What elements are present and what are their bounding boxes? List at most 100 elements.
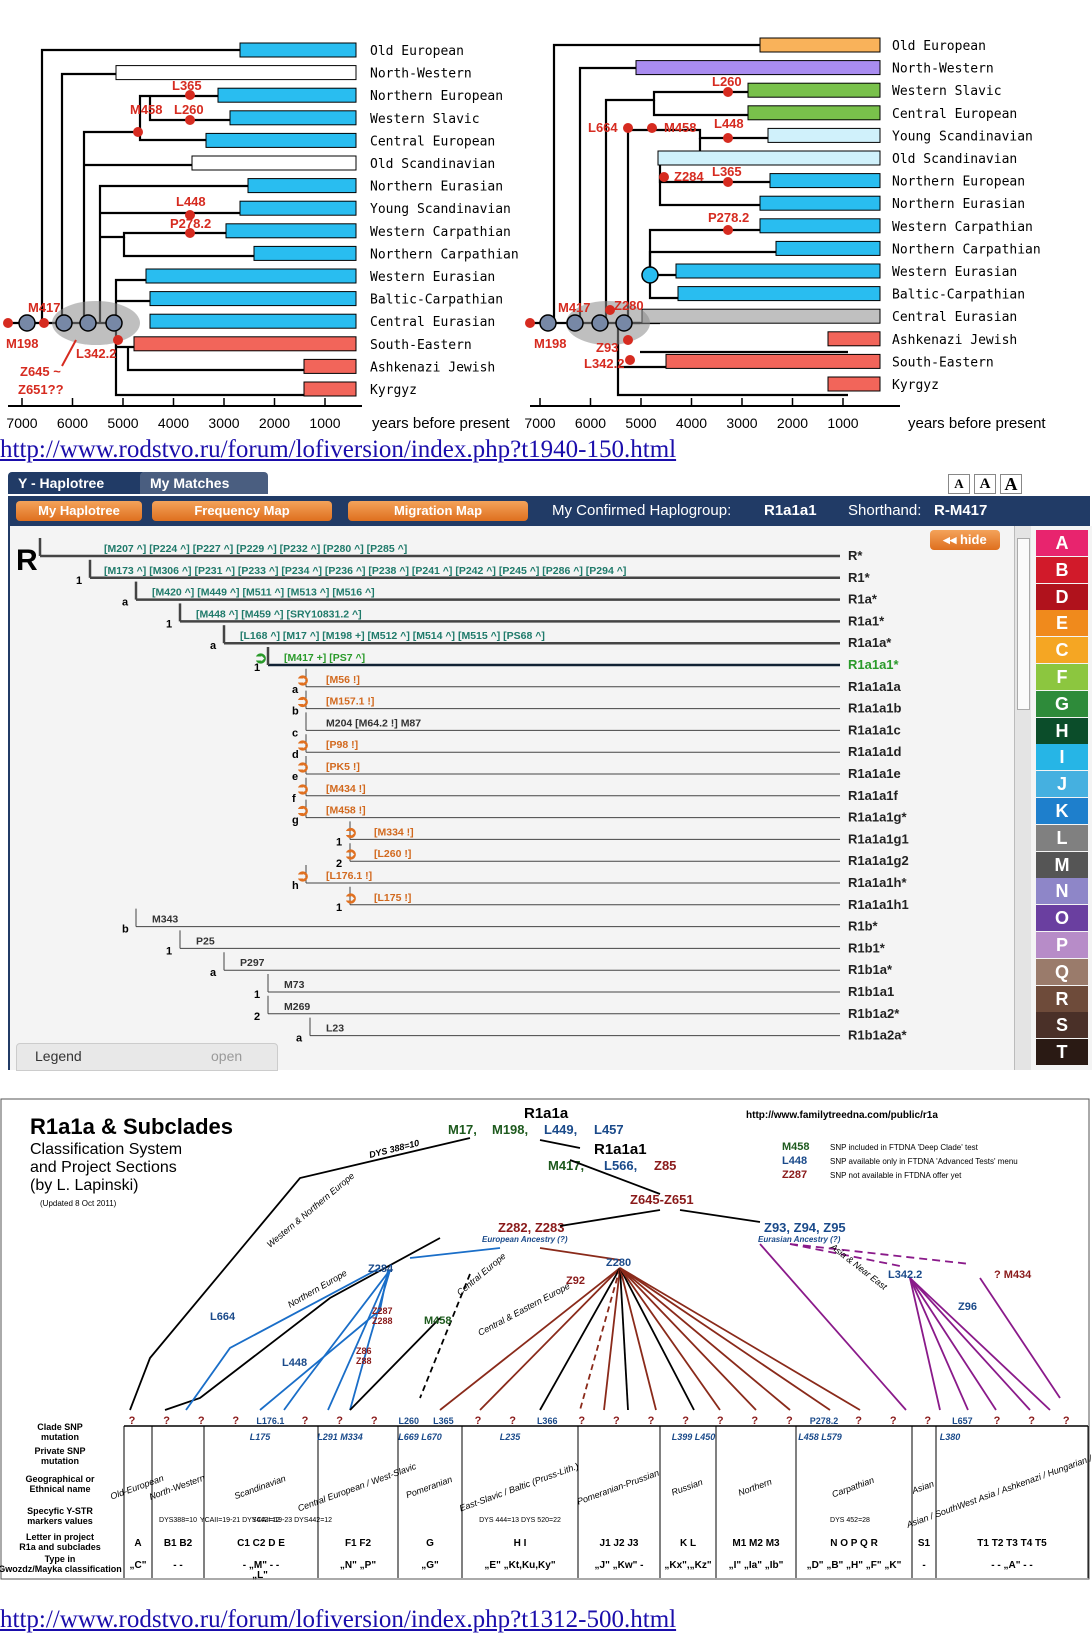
row-arrow-icon-10[interactable]: ➲ [296,759,309,776]
letter-tab-h[interactable]: H [1036,717,1088,744]
left-leaf-label-15: Kyrgyz [370,383,417,398]
row-arrow-icon-15[interactable]: ➲ [296,868,309,885]
font-size-small-button[interactable]: A [948,474,970,494]
row-haplogroup-6[interactable]: R1a1a1a [848,679,902,694]
node-z92: Z92 [566,1275,585,1287]
group-type-0: „C" [130,1560,147,1571]
row-haplogroup-18[interactable]: R1b1* [848,940,886,955]
subclades-title: R1a1a & Subclades [30,1114,233,1139]
clade-snp-24: L657 [952,1416,973,1426]
row-arrow-icon-14[interactable]: ➲ [344,846,357,863]
row-haplogroup-10[interactable]: R1a1a1e [848,766,901,781]
row-haplogroup-5[interactable]: R1a1a1* [848,657,900,672]
right-leaf-label-12: Central Eurasian [892,310,1017,325]
row-index-15: h [292,880,299,892]
letter-tab-g[interactable]: G [1036,690,1088,717]
row-haplogroup-14[interactable]: R1a1a1g2 [848,853,909,868]
row-arrow-icon-9[interactable]: ➲ [296,737,309,754]
row-snps-7: [M157.1 !] [326,696,374,708]
haplotree-scrollbar[interactable] [1014,526,1031,1070]
letter-tab-p[interactable]: P [1036,932,1088,958]
letter-tab-d[interactable]: D [1036,583,1088,610]
letter-tab-o[interactable]: O [1036,905,1088,932]
left-tick-2: 5000 [107,415,138,431]
frequency-map-button[interactable]: Frequency Map [152,501,332,521]
row-haplogroup-7[interactable]: R1a1a1b [848,701,902,716]
right-leaf-label-5: Old Scandinavian [892,152,1017,167]
right-bar-11 [677,286,881,302]
row-haplogroup-9[interactable]: R1a1a1d [848,744,902,759]
letter-tab-r[interactable]: R [1036,985,1088,1012]
right-leaf-label-11: Baltic-Carpathian [892,288,1025,303]
confirmed-haplogroup-label: My Confirmed Haplogroup: [552,502,732,519]
letter-tab-n[interactable]: N [1036,878,1088,905]
str-note-2: YCAII=19-23 DYS442=12 [252,1517,332,1524]
row-haplogroup-2[interactable]: R1a* [848,592,878,607]
legend-bar[interactable]: Legend open [16,1043,278,1071]
clade-snp-13: ? [578,1415,585,1427]
legend-open-toggle[interactable]: open [211,1048,243,1064]
row-arrow-icon-13[interactable]: ➲ [344,824,357,841]
my-haplotree-button[interactable]: My Haplotree [16,501,142,521]
letter-tab-l[interactable]: L [1036,824,1088,851]
letter-tab-f[interactable]: F [1036,664,1088,690]
row-haplogroup-11[interactable]: R1a1a1f [848,788,899,803]
row-haplogroup-17[interactable]: R1b* [848,919,879,934]
migration-map-button[interactable]: Migration Map [348,501,528,521]
row-arrow-icon-11[interactable]: ➲ [296,781,309,798]
row-haplogroup-4[interactable]: R1a1a* [848,635,892,650]
right-tree-markers: L260 L664 M458 L448 Z284 L365 P278.2 M41… [534,74,749,371]
row-haplogroup-21[interactable]: R1b1a2* [848,1006,900,1021]
row-haplogroup-19[interactable]: R1b1a* [848,962,893,977]
row-haplogroup-22[interactable]: R1b1a2a* [848,1028,907,1043]
letter-tab-c[interactable]: C [1036,637,1088,664]
row-snps-0: [M207 ^] [P224 ^] [P227 ^] [P229 ^] [P23… [104,543,407,555]
row-haplogroup-8[interactable]: R1a1a1c [848,722,901,737]
source-link-1[interactable]: http://www.rodstvo.ru/forum/lofiversion/… [0,436,677,463]
letter-tab-a[interactable]: A [1036,530,1088,556]
letter-tab-t[interactable]: T [1036,1039,1088,1066]
scrollbar-thumb[interactable] [1017,538,1030,710]
row-haplogroup-0[interactable]: R* [848,548,863,563]
tab-my-matches[interactable]: My Matches [140,472,268,494]
node-m458: M458 [424,1315,452,1327]
row-arrow-icon-16[interactable]: ➲ [344,890,357,907]
row-header-2: Geographical or [25,1474,95,1484]
letter-tab-k[interactable]: K [1036,798,1088,824]
row-arrow-icon-7[interactable]: ➲ [296,694,309,711]
clade-snp-19: ? [786,1415,793,1427]
row-arrow-icon-6[interactable]: ➲ [296,672,309,689]
row-haplogroup-20[interactable]: R1b1a1 [848,984,894,999]
tab-y-haplotree[interactable]: Y - Haplotree [8,472,146,494]
right-bar-8 [759,218,881,234]
letter-tab-q[interactable]: Q [1036,958,1088,985]
letter-tab-e[interactable]: E [1036,610,1088,637]
letter-tab-s[interactable]: S [1036,1012,1088,1039]
font-size-large-button[interactable]: A [1000,474,1022,494]
row-haplogroup-1[interactable]: R1* [848,570,871,585]
row-haplogroup-15[interactable]: R1a1a1h* [848,875,907,890]
letter-tab-i[interactable]: I [1036,744,1088,771]
row-haplogroup-16[interactable]: R1a1a1h1 [848,897,909,912]
row-arrow-icon-5[interactable]: ➲ [254,650,267,667]
right-leaf-label-8: Western Carpathian [892,220,1033,235]
row-haplogroup-3[interactable]: R1a1* [848,613,885,628]
left-bar-9 [253,245,357,261]
row-haplogroup-12[interactable]: R1a1a1g* [848,810,907,825]
letter-tab-m[interactable]: M [1036,851,1088,878]
row-haplogroup-13[interactable]: R1a1a1g1 [848,831,909,846]
hide-button[interactable]: ◂◂ hide [930,530,1000,550]
right-leaf-label-10: Western Eurasian [892,265,1017,280]
letter-tab-b[interactable]: B [1036,556,1088,583]
source-link-2[interactable]: http://www.rodstvo.ru/forum/lofiversion/… [0,1606,677,1633]
right-leaf-label-15: Kyrgyz [892,378,939,393]
row-arrow-icon-12[interactable]: ➲ [296,803,309,820]
font-size-medium-button[interactable]: A [974,474,996,494]
left-bar-1 [115,65,357,81]
marker-p278: P278.2 [170,216,211,231]
letter-tab-j[interactable]: J [1036,771,1088,798]
row-snps-19: P297 [240,957,265,969]
right-tick-5: 2000 [777,415,808,431]
left-tick-0: 7000 [6,415,37,431]
left-leaf-label-13: South-Eastern [370,338,472,353]
